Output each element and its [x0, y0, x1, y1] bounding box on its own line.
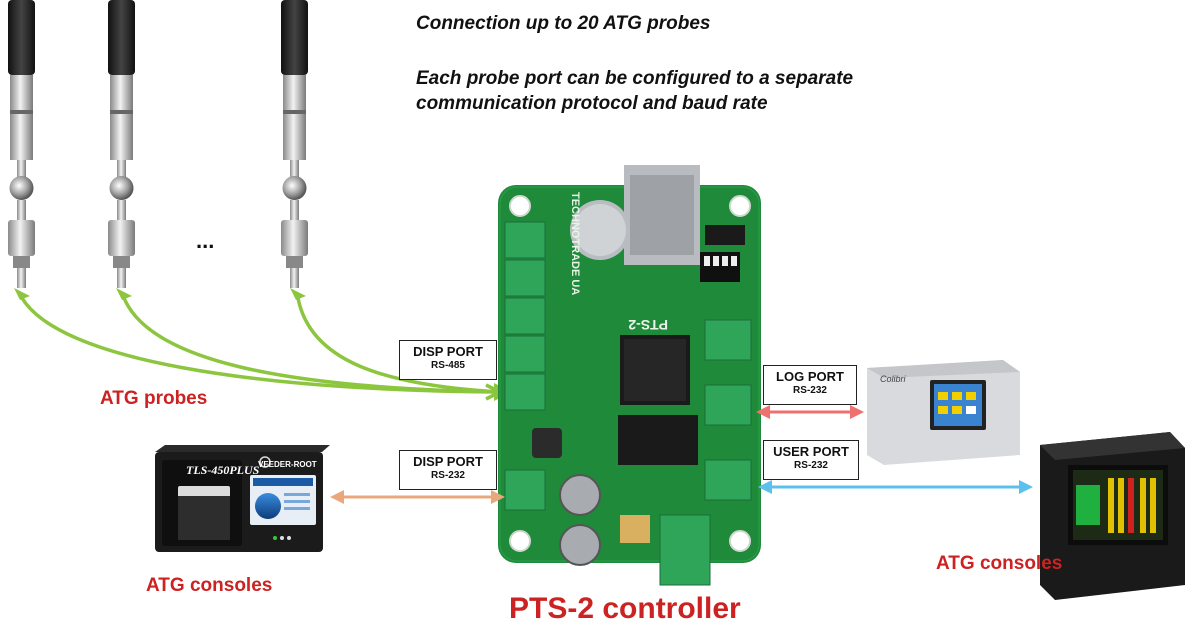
user-port-name: USER PORT — [773, 444, 849, 459]
colibri-console — [867, 360, 1020, 465]
atg-probe-3 — [281, 0, 308, 288]
note-port-config-line1: Each probe port can be configured to a s… — [416, 68, 854, 89]
disp-port-232-box: DISP PORT RS-232 — [399, 450, 497, 490]
pts2-board — [498, 165, 761, 586]
tls-model-text: TLS-450PLUS — [186, 463, 260, 477]
user-port-box: USER PORT RS-232 — [763, 440, 859, 480]
note-probe-count: Connection up to 20 ATG probes — [416, 13, 711, 34]
atg-consoles-left-label: ATG consoles — [146, 575, 273, 596]
disp-port-485-protocol: RS-485 — [431, 360, 465, 371]
user-port-protocol: RS-232 — [794, 460, 828, 471]
log-port-protocol: RS-232 — [793, 385, 827, 396]
disp-232-arrow — [330, 490, 505, 504]
log-port-arrow — [756, 405, 864, 419]
atg-probe-2 — [108, 0, 135, 288]
log-port-box: LOG PORT RS-232 — [763, 365, 857, 405]
atg-probe-1 — [8, 0, 35, 288]
user-port-arrow — [758, 480, 1033, 494]
probe-arrow-head-3 — [290, 288, 306, 300]
disp-port-485-box: DISP PORT RS-485 — [399, 340, 497, 380]
board-brand-text: TECHNOTRADE UA — [569, 192, 581, 295]
disp-port-232-protocol: RS-232 — [431, 470, 465, 481]
log-port-name: LOG PORT — [776, 369, 844, 384]
tls450-console — [155, 445, 330, 552]
probe-ellipsis: ... — [196, 228, 215, 253]
atg-probes-label: ATG probes — [100, 388, 208, 409]
colibri-brand-text: Colibri — [880, 374, 907, 384]
disp-port-485-name: DISP PORT — [413, 344, 483, 359]
atg-consoles-right-label: ATG consoles — [936, 553, 1063, 574]
probe-arrow-head-1 — [14, 288, 30, 300]
probe-connection-arrows — [20, 297, 501, 401]
board-model-text: PTS-2 — [628, 317, 668, 333]
note-port-config-line2: communication protocol and baud rate — [416, 93, 768, 114]
tls-brand-text: VEEDER-ROOT — [258, 460, 317, 469]
pts2-controller-label: PTS-2 controller — [509, 592, 741, 625]
probe-arrow-head-2 — [116, 288, 132, 300]
starlight-console — [1040, 432, 1185, 600]
disp-port-232-name: DISP PORT — [413, 454, 483, 469]
